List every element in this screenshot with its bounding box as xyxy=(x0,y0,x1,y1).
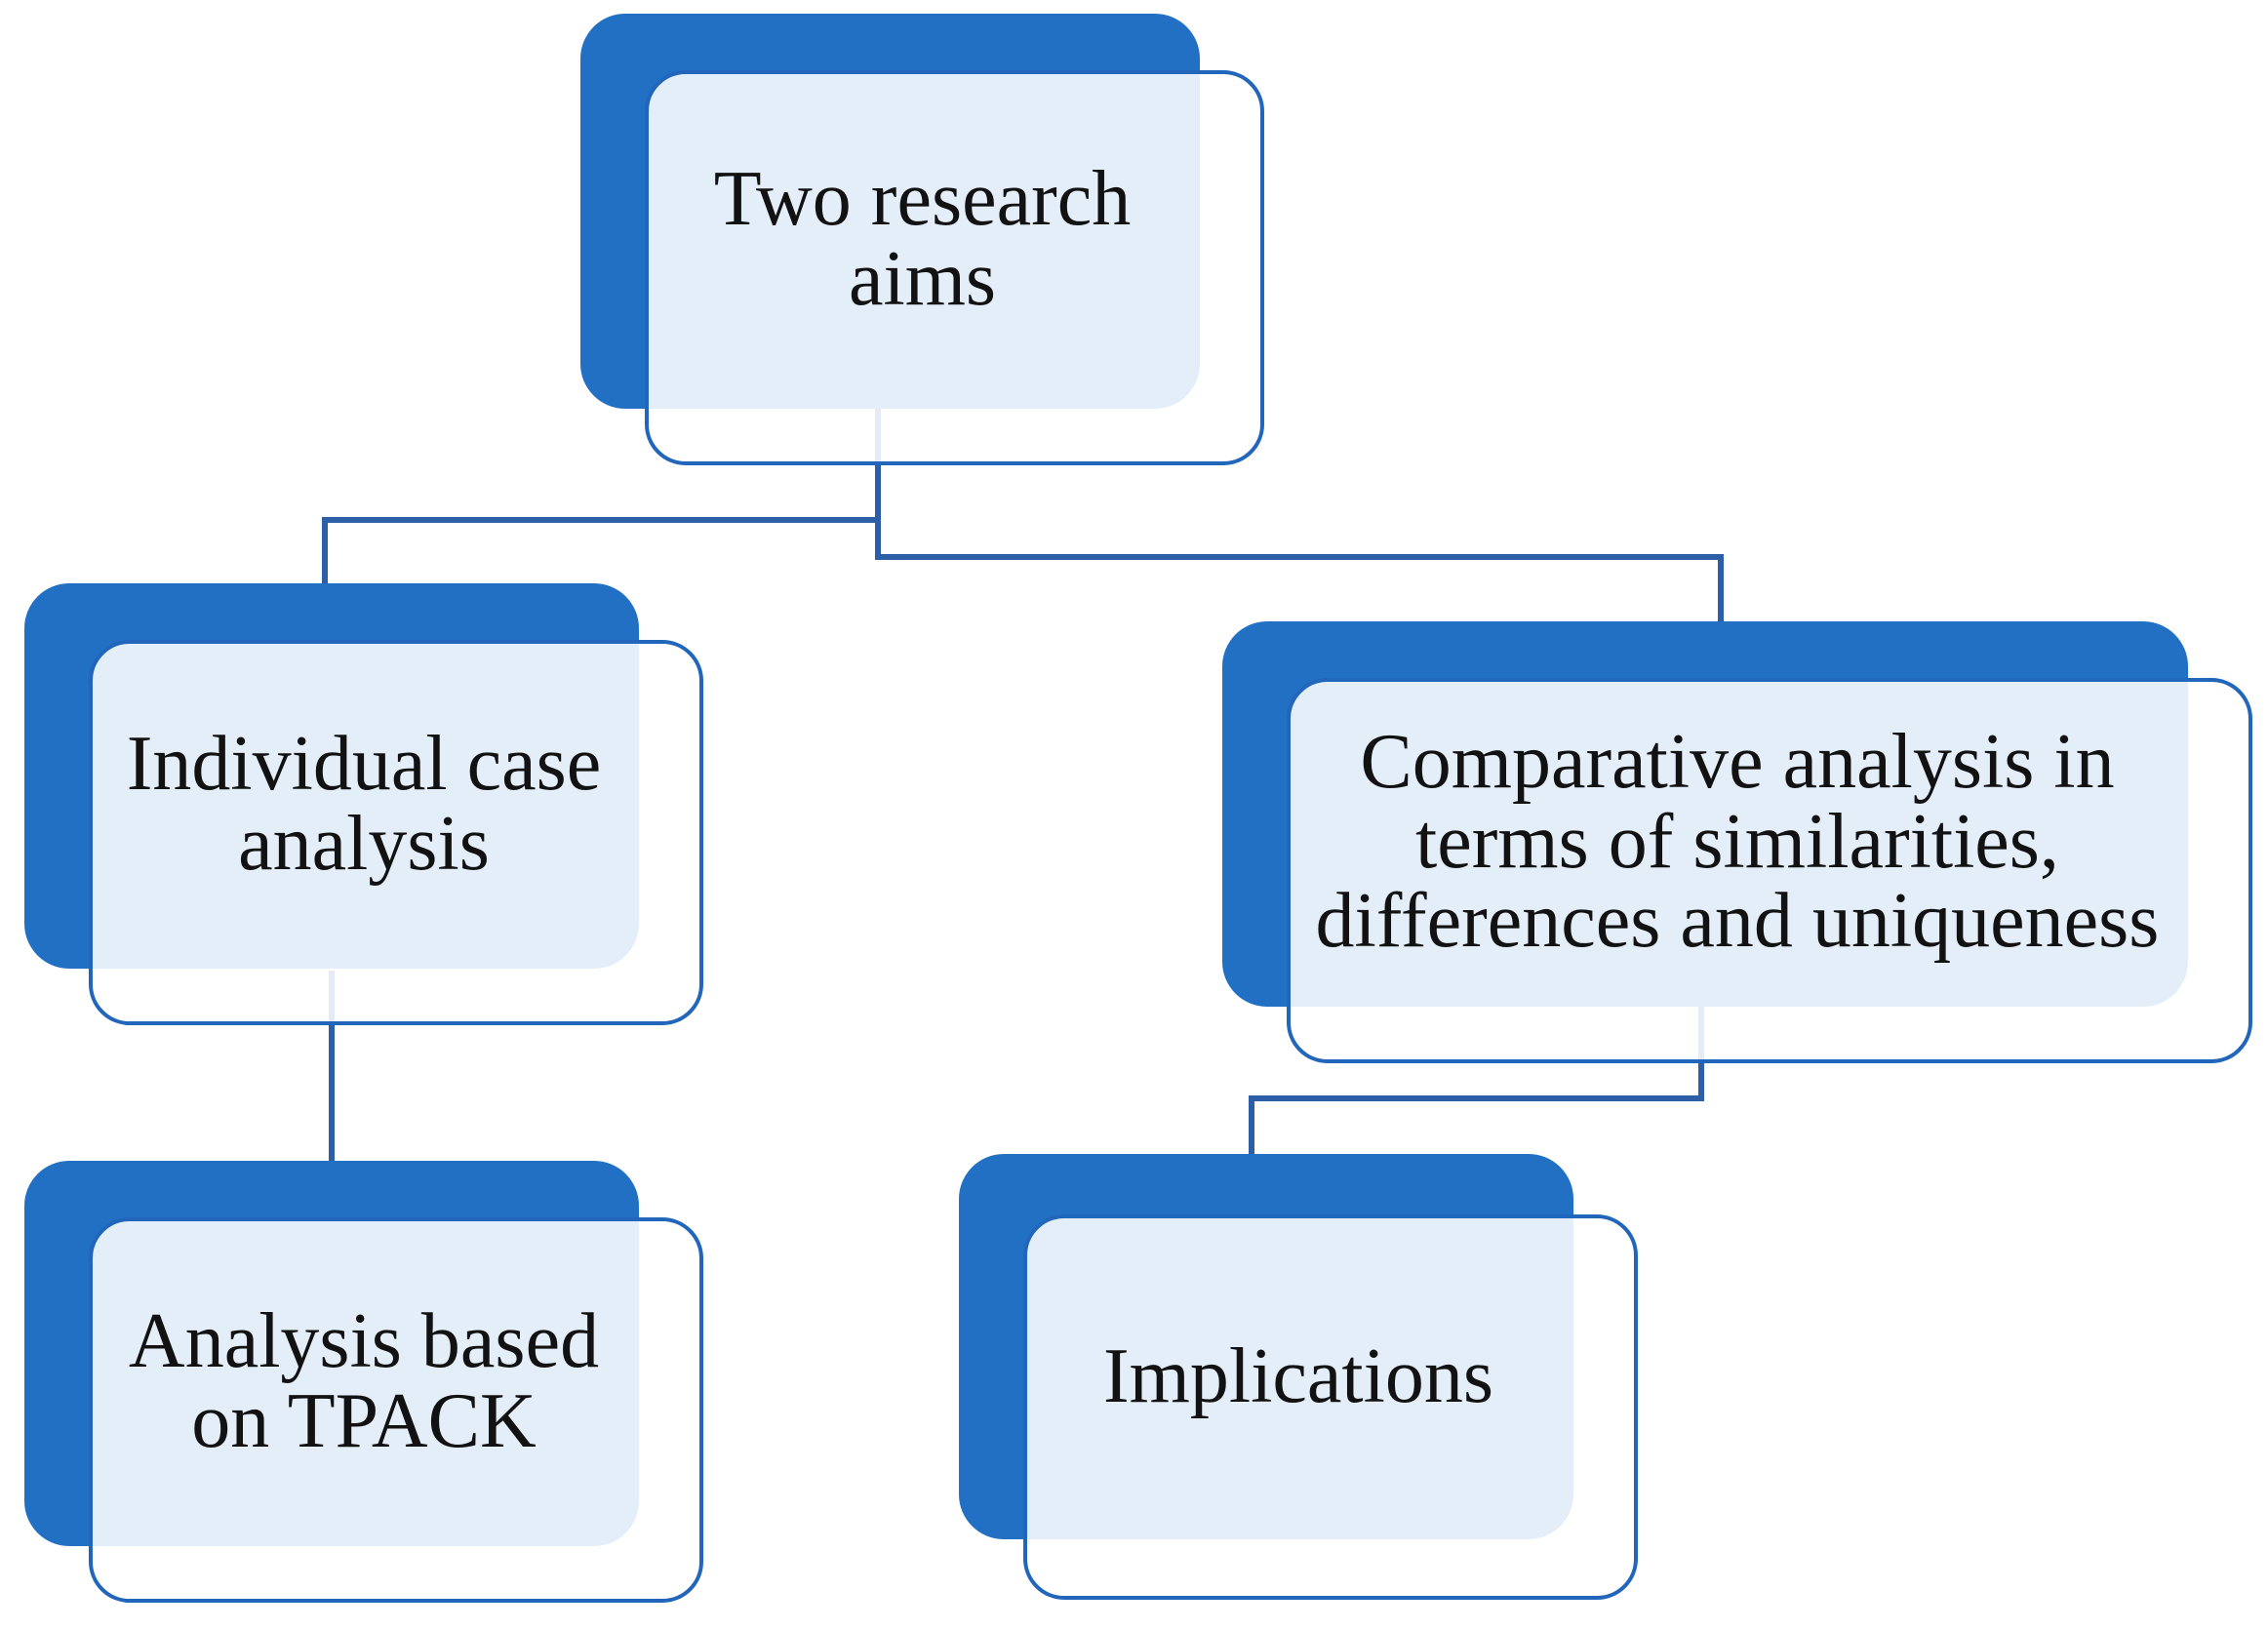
node-individual-box xyxy=(89,640,703,1025)
node-tpack-box xyxy=(89,1217,703,1603)
connector-aims-to-comparative xyxy=(875,409,1724,624)
node-tpack-label: Analysis based on TPACK xyxy=(128,1297,600,1464)
node-comparative-label: Comparative analysis in terms of similar… xyxy=(1315,719,2160,965)
node-aims-label: Two research aims xyxy=(713,155,1132,322)
node-comparative-box xyxy=(1287,678,2252,1063)
node-aims-box xyxy=(645,70,1264,465)
node-individual-label: Individual case analysis xyxy=(126,720,602,887)
node-implications-box xyxy=(1023,1214,1638,1600)
connector-aims-to-individual xyxy=(322,517,878,585)
node-implications-label: Implications xyxy=(1103,1332,1493,1419)
